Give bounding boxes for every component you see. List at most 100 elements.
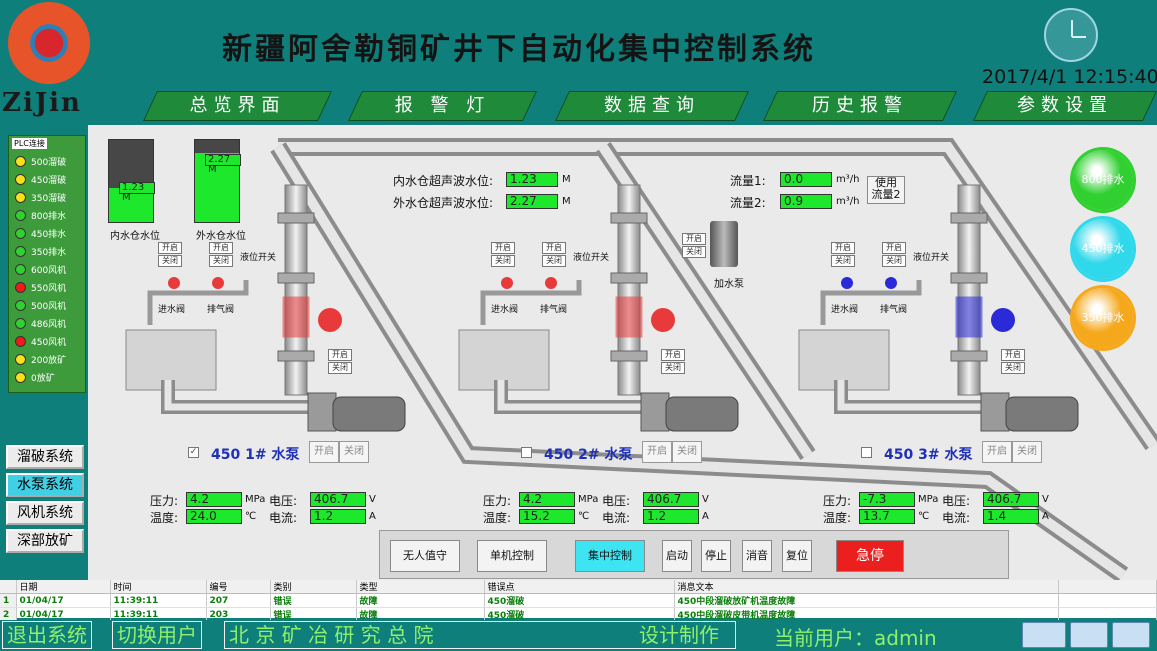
exhaust-close-button[interactable]: 关闭 xyxy=(882,255,906,267)
drain-350-button[interactable]: 350排水 xyxy=(1073,288,1133,348)
pressure-unit: MPa xyxy=(918,494,939,505)
system-button-pump[interactable]: 水泵系统 xyxy=(6,473,84,497)
start-button[interactable]: 启动 xyxy=(662,540,692,572)
pump-casing xyxy=(307,392,337,432)
pump-stop-button[interactable]: 关闭 xyxy=(339,441,369,463)
flow1-value: 0.0 xyxy=(780,172,832,187)
main-valve-close-button[interactable]: 关闭 xyxy=(661,362,685,374)
stop-button[interactable]: 停止 xyxy=(701,540,731,572)
system-button-fan[interactable]: 风机系统 xyxy=(6,501,84,525)
system-button-crushing[interactable]: 溜破系统 xyxy=(6,445,84,469)
inlet-close-button[interactable]: 关闭 xyxy=(158,255,182,267)
tab-history-alarms[interactable]: 历史报警 xyxy=(763,91,957,121)
pump-start-button[interactable]: 开启 xyxy=(309,441,339,463)
riser-pipe xyxy=(957,184,981,396)
tab-settings[interactable]: 参数设置 xyxy=(973,91,1157,121)
plc-status-label: 500风机 xyxy=(31,301,67,312)
plc-status-item: 200放矿 xyxy=(15,350,66,368)
drain-450-button[interactable]: 450排水 xyxy=(1073,219,1133,279)
add-pump-close-button[interactable]: 关闭 xyxy=(682,246,706,258)
unattended-button[interactable]: 无人值守 xyxy=(390,540,460,572)
tab-alarm-lights[interactable]: 报 警 灯 xyxy=(348,91,537,121)
pump-select-checkbox[interactable] xyxy=(861,447,872,458)
col-date: 日期 xyxy=(16,580,111,594)
plc-status-item: 350排水 xyxy=(15,242,66,260)
status-light-icon xyxy=(15,173,26,185)
exhaust-open-button[interactable]: 开启 xyxy=(542,242,566,254)
temperature-unit: ℃ xyxy=(578,511,590,522)
switch-user-button[interactable]: 切换用户 xyxy=(112,621,202,649)
inlet-open-button[interactable]: 开启 xyxy=(491,242,515,254)
drain-800-button[interactable]: 800排水 xyxy=(1073,150,1133,210)
plc-status-label: 350排水 xyxy=(31,247,67,258)
windows-icon[interactable] xyxy=(1070,622,1108,648)
central-control-button[interactable]: 集中控制 xyxy=(575,540,645,572)
current-user-label: 当前用户：admin xyxy=(774,626,937,650)
main-valve-open-button[interactable]: 开启 xyxy=(328,349,352,361)
inlet-close-button[interactable]: 关闭 xyxy=(491,255,515,267)
inner-level-unit: M xyxy=(562,174,571,185)
plc-status-item: 350溜破 xyxy=(15,188,66,206)
status-light-icon xyxy=(15,317,26,329)
flow1-label: 流量1: xyxy=(730,174,766,188)
pipe-flange xyxy=(610,272,648,284)
main-valve-close-button[interactable]: 关闭 xyxy=(328,362,352,374)
emergency-stop-button[interactable]: 急停 xyxy=(836,540,904,572)
col-error-point: 错误点 xyxy=(484,580,675,594)
exhaust-open-button[interactable]: 开启 xyxy=(209,242,233,254)
suction-pipe-highlight xyxy=(164,380,308,411)
temperature-value: 13.7 xyxy=(859,509,915,524)
main-valve-open-button[interactable]: 开启 xyxy=(661,349,685,361)
exhaust-valve-icon xyxy=(212,277,224,289)
tab-overview[interactable]: 总览界面 xyxy=(143,91,332,121)
pressure-unit: MPa xyxy=(578,494,599,505)
current-value: 1.4 xyxy=(983,509,1039,524)
reset-button[interactable]: 复位 xyxy=(782,540,812,572)
pump-select-checkbox[interactable]: ✓ xyxy=(188,447,199,458)
status-light-icon xyxy=(15,281,26,293)
flow2-label: 流量2: xyxy=(730,196,766,210)
pump-title: 450 2# 水泵 xyxy=(544,447,633,463)
exhaust-close-button[interactable]: 关闭 xyxy=(209,255,233,267)
pump-start-button[interactable]: 开启 xyxy=(982,441,1012,463)
exit-system-button[interactable]: 退出系统 xyxy=(2,621,92,649)
level-switch-label: 液位开关 xyxy=(240,253,277,263)
pump-stop-button[interactable]: 关闭 xyxy=(672,441,702,463)
voltage-value: 406.7 xyxy=(983,492,1039,507)
current-value: 1.2 xyxy=(643,509,699,524)
system-button-deep-ore[interactable]: 深部放矿 xyxy=(6,529,84,553)
piping-diagram xyxy=(125,138,1157,580)
exhaust-valve-icon xyxy=(885,277,897,289)
valve-actuator-icon xyxy=(651,308,675,332)
main-valve-close-button[interactable]: 关闭 xyxy=(1001,362,1025,374)
pipe-flange xyxy=(277,350,315,362)
exhaust-valve-label: 排气阀 xyxy=(207,305,235,315)
add-pump-open-button[interactable]: 开启 xyxy=(682,233,706,245)
single-control-button[interactable]: 单机控制 xyxy=(477,540,547,572)
use-flow2-button[interactable]: 使用 流量2 xyxy=(867,176,905,204)
exhaust-close-button[interactable]: 关闭 xyxy=(542,255,566,267)
outer-level-label: 外水仓超声波水位: xyxy=(393,196,494,210)
volume-icon[interactable] xyxy=(1022,622,1066,648)
mute-button[interactable]: 消音 xyxy=(742,540,772,572)
status-light-icon xyxy=(15,227,26,239)
pump-select-checkbox[interactable] xyxy=(521,447,532,458)
pipe-flange xyxy=(610,212,648,224)
inlet-open-button[interactable]: 开启 xyxy=(831,242,855,254)
pump-start-button[interactable]: 开启 xyxy=(642,441,672,463)
tab-data-query[interactable]: 数据查询 xyxy=(555,91,749,121)
inlet-close-button[interactable]: 关闭 xyxy=(831,255,855,267)
exhaust-open-button[interactable]: 开启 xyxy=(882,242,906,254)
inlet-open-button[interactable]: 开启 xyxy=(158,242,182,254)
plc-status-label: 450风机 xyxy=(31,337,67,348)
windows-icon-2[interactable] xyxy=(1112,622,1150,648)
main-valve-open-button[interactable]: 开启 xyxy=(1001,349,1025,361)
plc-status-label: 0放矿 xyxy=(31,373,55,384)
outer-level-value: 2.27 xyxy=(506,194,558,209)
pump-stop-button[interactable]: 关闭 xyxy=(1012,441,1042,463)
plc-status-label: 200放矿 xyxy=(31,355,67,366)
